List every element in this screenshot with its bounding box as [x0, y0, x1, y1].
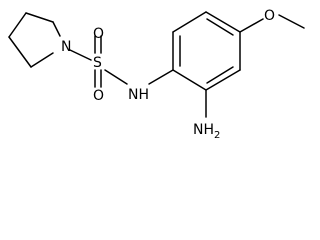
benzene-bond-3	[205, 11, 241, 33]
benzene-bond-2	[172, 11, 207, 33]
sulfur-label: S	[93, 55, 102, 71]
ring-bond-1	[8, 12, 27, 38]
bond-nh-ring	[148, 69, 174, 85]
molecule-structure-diagram: N S O O NH O NH2	[8, 8, 305, 141]
amine-nh-text: NH	[193, 122, 214, 138]
ring-bond-3	[52, 21, 61, 37]
bond-s-nh	[104, 69, 128, 85]
methoxy-oxygen-label: O	[264, 8, 275, 24]
structure-svg: N S O O NH O NH2	[8, 8, 305, 141]
amine-label: NH2	[193, 122, 220, 141]
benzene-ring	[172, 11, 241, 91]
bond-o-methyl	[278, 14, 305, 29]
ring-bond-2	[25, 12, 54, 23]
benzene-double-3	[206, 66, 234, 84]
bond-ring-o-methoxy	[239, 18, 264, 33]
benzene-bond-6	[172, 69, 207, 91]
ring-bond-5	[8, 36, 32, 68]
pyrrolidine-ring	[8, 12, 61, 68]
oxygen-top-label: O	[93, 26, 104, 42]
amine-subscript-text: 2	[214, 130, 220, 141]
oxygen-bottom-label: O	[93, 88, 104, 104]
ring-nitrogen-label: N	[61, 39, 71, 55]
bond-n-s	[69, 49, 92, 61]
benzene-bond-5	[205, 69, 241, 91]
benzene-double-2	[206, 18, 234, 36]
ring-bond-4	[30, 52, 54, 68]
nh-label: NH	[128, 87, 149, 103]
